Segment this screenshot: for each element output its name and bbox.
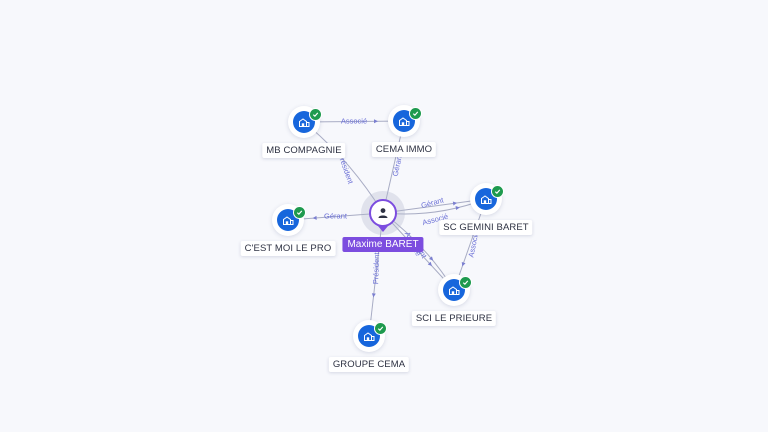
verified-check-icon	[409, 107, 422, 120]
verified-check-icon	[293, 206, 306, 219]
edge-arrow-icon	[461, 261, 466, 267]
edge-label: Gérant	[420, 195, 445, 210]
person-name-label[interactable]: Maxime BARET	[342, 237, 424, 252]
edge-label: Associé	[341, 116, 367, 125]
edge-arrow-icon	[427, 261, 432, 267]
edge-arrow-icon	[312, 215, 317, 220]
edge-arrow-icon	[455, 206, 460, 210]
edge-label: Président	[371, 251, 381, 284]
company-name-label[interactable]: SC GEMINI BARET	[439, 220, 533, 235]
company-name-label[interactable]: GROUPE CEMA	[328, 357, 410, 372]
verified-check-icon	[309, 108, 322, 121]
company-name-label[interactable]: MB COMPAGNIE	[262, 143, 346, 158]
edge-arrow-icon	[452, 201, 458, 206]
verified-check-icon	[374, 322, 387, 335]
person-icon[interactable]	[369, 199, 397, 232]
edge-arrow-icon	[373, 119, 378, 124]
verified-check-icon	[491, 185, 504, 198]
company-name-label[interactable]: C'EST MOI LE PRO	[240, 241, 336, 256]
verified-check-icon	[459, 276, 472, 289]
edge-arrow-icon	[429, 256, 434, 261]
company-name-label[interactable]: SCI LE PRIEURE	[411, 311, 497, 326]
company-name-label[interactable]: CEMA IMMO	[371, 142, 437, 157]
edge-arrow-icon	[371, 293, 376, 298]
edge-label: Gérant	[324, 211, 348, 220]
